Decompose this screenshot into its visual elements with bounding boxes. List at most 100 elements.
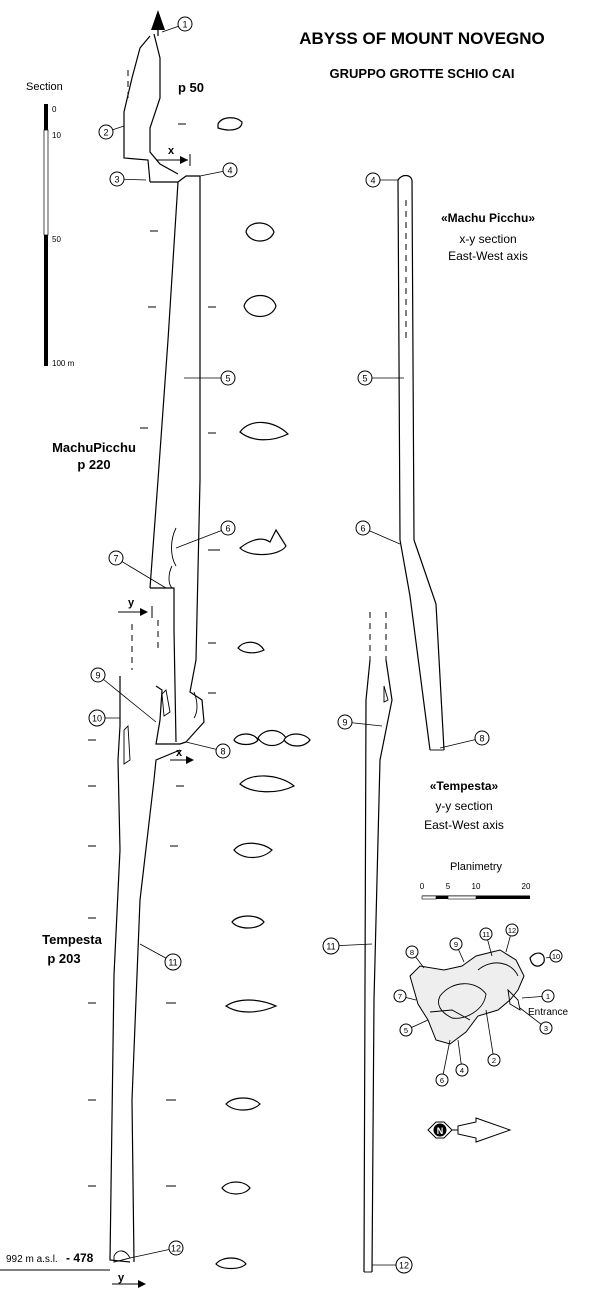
- station-circle: [168, 1240, 184, 1256]
- section-marker-y-mid: y: [118, 597, 153, 618]
- station-circle: [88, 709, 106, 727]
- survey-subtitle: GRUPPO GROTTE SCHIO CAI: [330, 66, 515, 81]
- station-number: 2: [103, 128, 108, 138]
- station-number: 6: [225, 524, 230, 534]
- station-circle: [541, 989, 555, 1003]
- station-callout-5: 5: [357, 370, 404, 386]
- station-number: 11: [168, 958, 177, 968]
- station-leader-line: [175, 527, 229, 549]
- plan-tick-5: 5: [446, 882, 451, 891]
- station-callout-12: 12: [505, 923, 519, 953]
- station-callout-5: 5: [399, 1019, 429, 1037]
- tempesta-section-line1: y-y section: [435, 799, 492, 813]
- station-number: 2: [492, 1056, 496, 1065]
- shaft-tempesta-depth: p 203: [47, 951, 80, 966]
- machu-picchu-section: [397, 174, 445, 751]
- station-circle: [98, 124, 114, 140]
- shaft-p50-depth: p 50: [178, 80, 204, 95]
- station-circle: [474, 730, 490, 746]
- station-circle: [487, 1053, 501, 1067]
- station-circle: [215, 743, 231, 759]
- station-callout-2: 2: [98, 124, 125, 140]
- station-circle: [455, 1063, 469, 1077]
- svg-text:y: y: [128, 597, 135, 609]
- scale-tick-10: 10: [52, 131, 61, 140]
- station-callout-4: 4: [199, 162, 238, 178]
- station-callout-8: 8: [405, 945, 425, 969]
- station-number: 1: [546, 992, 550, 1001]
- station-callout-1: 1: [161, 16, 193, 33]
- station-number: 3: [544, 1024, 548, 1033]
- section-ticks: [88, 123, 220, 1187]
- station-circle: [539, 1021, 553, 1035]
- planimetry: Planimetry 0 5 10 20 Entrance N: [409, 861, 568, 1143]
- station-callout-11: 11: [479, 927, 493, 957]
- station-number: 4: [227, 166, 232, 176]
- station-leader-line: [97, 674, 157, 723]
- station-number: 9: [342, 718, 347, 728]
- station-callout-8: 8: [439, 730, 490, 749]
- station-number: 12: [399, 1261, 409, 1271]
- station-circle: [109, 171, 125, 187]
- station-circle: [399, 1023, 413, 1037]
- station-circle: [357, 370, 373, 386]
- station-number: 6: [440, 1076, 444, 1085]
- station-number: 10: [92, 714, 102, 724]
- station-circle: [505, 923, 519, 937]
- tempesta-section: [363, 612, 393, 1273]
- main-section: [109, 10, 205, 1263]
- station-circle: [222, 162, 238, 178]
- station-number: 8: [479, 734, 484, 744]
- plan-tick-10: 10: [472, 882, 481, 891]
- station-callout-2: 2: [485, 1009, 501, 1067]
- scale-tick-100: 100 m: [52, 359, 75, 368]
- station-circle: [220, 370, 236, 386]
- station-callout-5: 5: [184, 370, 236, 386]
- station-circle: [405, 945, 419, 959]
- shaft-machupicchu-name: MachuPicchu: [52, 440, 136, 455]
- section-marker-y-bottom: y: [112, 1272, 146, 1288]
- survey-title: ABYSS OF MOUNT NOVEGNO: [299, 29, 545, 48]
- station-number: 3: [114, 175, 119, 185]
- station-callout-9: 9: [337, 714, 383, 730]
- plan-tick-20: 20: [522, 882, 531, 891]
- north-label: N: [437, 1126, 444, 1136]
- station-circle: [393, 989, 407, 1003]
- machu-picchu-section-line2: East-West axis: [448, 249, 528, 263]
- planimetry-label: Planimetry: [450, 861, 502, 873]
- station-callout-12: 12: [372, 1256, 413, 1274]
- station-callout-3: 3: [519, 1007, 553, 1035]
- tempesta-section-title: «Tempesta»: [430, 779, 499, 793]
- section-marker-x-low: x: [170, 747, 194, 764]
- station-circle: [479, 927, 493, 941]
- station-leader-line: [485, 1009, 495, 1061]
- station-circle: [177, 16, 193, 32]
- station-callout-11: 11: [322, 937, 373, 955]
- station-callout-7: 7: [393, 989, 417, 1003]
- station-leader-line: [115, 557, 167, 589]
- station-number: 5: [404, 1026, 408, 1035]
- station-circle: [549, 949, 563, 963]
- total-depth-label: - 478: [66, 1251, 94, 1265]
- station-number: 4: [460, 1066, 464, 1075]
- section-marker-x-top: x: [156, 145, 191, 166]
- station-number: 8: [410, 948, 414, 957]
- station-circle: [395, 1256, 413, 1274]
- station-number: 9: [454, 940, 458, 949]
- station-circle: [108, 550, 124, 566]
- station-callout-1: 1: [521, 989, 555, 1003]
- station-number: 9: [95, 671, 100, 681]
- svg-text:x: x: [176, 747, 183, 759]
- plan-tick-0: 0: [420, 882, 425, 891]
- station-callout-7: 7: [108, 550, 167, 589]
- station-callout-3: 3: [109, 171, 147, 187]
- svg-text:x: x: [168, 145, 175, 157]
- station-number: 5: [362, 374, 367, 384]
- station-circle: [365, 172, 381, 188]
- station-callout-11: 11: [139, 943, 182, 971]
- entrance-label: Entrance: [528, 1007, 568, 1018]
- machu-picchu-section-line1: x-y section: [459, 232, 516, 246]
- station-number: 7: [398, 992, 402, 1001]
- north-arrow-icon: N: [427, 1117, 512, 1143]
